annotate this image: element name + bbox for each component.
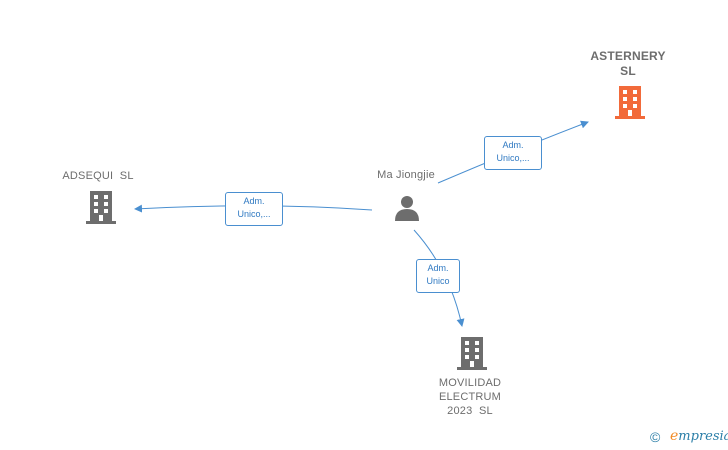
person-label[interactable]: Ma Jiongjie — [377, 169, 435, 181]
building-icon[interactable] — [85, 190, 117, 224]
building-icon[interactable] — [456, 336, 488, 370]
edge-label-to-asternery[interactable]: Adm. Unico,... — [484, 136, 542, 170]
brand-logo: empresia — [670, 428, 728, 445]
building-icon[interactable] — [614, 85, 646, 119]
person-icon[interactable] — [393, 194, 421, 222]
asternery-label[interactable]: ASTERNERY SL — [590, 49, 666, 78]
brand-first-letter: e — [670, 428, 679, 444]
brand-rest: mpresia — [678, 429, 728, 444]
edge-label-to-movilidad[interactable]: Adm. Unico — [416, 259, 460, 293]
edge-label-to-adsequi[interactable]: Adm. Unico,... — [225, 192, 283, 226]
adsequi-label[interactable]: ADSEQUI SL — [62, 170, 134, 182]
copyright-icon: © — [650, 429, 661, 445]
movilidad-label[interactable]: MOVILIDAD ELECTRUM 2023 SL — [438, 377, 502, 417]
